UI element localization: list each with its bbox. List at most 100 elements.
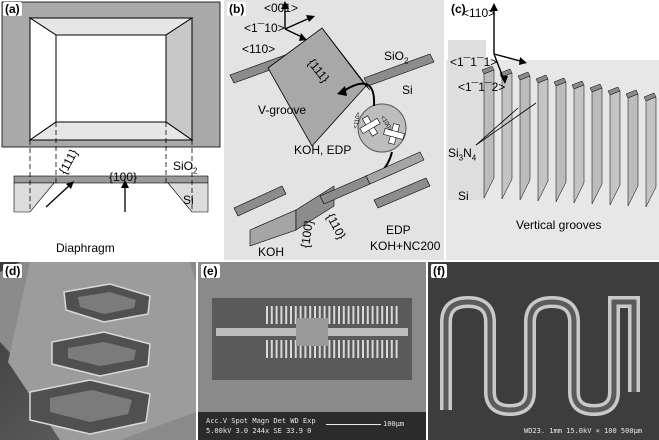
fin-wall: [519, 75, 531, 201]
sem-diaphragm-image: [0, 262, 196, 440]
panel-b-tag: (b): [227, 2, 247, 16]
panel-a-tag: (a): [3, 2, 22, 16]
comb-finger: [266, 306, 268, 324]
panel-c-tag: (c): [449, 2, 468, 16]
panel-d-tag: (d): [3, 264, 23, 278]
si-label: Si: [458, 189, 469, 203]
comb-finger: [304, 306, 307, 324]
panel-d: (d): [0, 262, 196, 440]
comb-finger: [299, 306, 302, 324]
comb-finger: [342, 306, 345, 324]
comb-finger: [395, 306, 398, 324]
comb-finger: [386, 306, 388, 324]
panel-c-drawing: [446, 0, 659, 260]
koh-nc200-label: KOH+NC200: [370, 239, 441, 253]
comb-finger: [314, 306, 316, 324]
fin-wall: [627, 93, 639, 207]
comb-finger: [333, 340, 336, 358]
comb-finger: [309, 340, 312, 358]
comb-finger: [294, 340, 297, 358]
edp-label: EDP: [386, 223, 411, 237]
comb-finger: [347, 306, 350, 324]
sem-serpentine-image: [428, 262, 659, 440]
si-label: Si: [183, 193, 194, 207]
comb-finger: [275, 340, 278, 358]
si-left: [13, 182, 55, 213]
comb-finger: [280, 340, 283, 358]
fin-wall: [591, 87, 603, 205]
comb-finger: [362, 306, 364, 324]
comb-finger: [280, 306, 283, 324]
comb-finger: [352, 340, 355, 358]
si-label: Si: [402, 83, 413, 97]
dir-001-label: <001>: [264, 1, 299, 15]
dir-1m12-label: <1¯1¯2>: [458, 80, 506, 94]
sio2-label: SiO2: [173, 159, 198, 176]
koh-label: KOH: [258, 245, 285, 259]
fin-wall: [609, 90, 621, 206]
sidewall-right: [165, 17, 193, 141]
comb-finger: [318, 340, 321, 358]
comb-finger: [328, 306, 331, 324]
comb-finger: [290, 306, 292, 324]
comb-finger: [342, 340, 345, 358]
panel-c: (c) <110> <1¯1¯1> <1¯1¯2> Si3N4 Si Verti…: [446, 0, 659, 260]
sidewall-bottom: [28, 121, 194, 141]
scale-bar-label: 100μm: [383, 420, 405, 428]
comb-finger: [381, 306, 384, 324]
comb-finger: [366, 306, 369, 324]
comb-finger: [338, 340, 340, 358]
sio2-label: SiO2: [384, 49, 409, 66]
comb-finger: [299, 340, 302, 358]
comb-finger: [290, 340, 292, 358]
comb-finger: [371, 306, 374, 324]
comb-finger: [395, 340, 398, 358]
panel-f: (f) WD23. 1mm 15.0kV × 100 500μm: [428, 262, 659, 440]
comb-finger: [381, 340, 384, 358]
sio2-layer: [13, 175, 209, 184]
comb-finger: [309, 306, 312, 324]
dir-1m10-label: <1¯10>: [244, 21, 285, 35]
comb-finger: [386, 340, 388, 358]
comb-finger: [352, 306, 355, 324]
comb-finger: [390, 340, 393, 358]
comb-finger: [314, 340, 316, 358]
sem-info-line1: Acc.V Spot Magn Det WD Exp: [206, 417, 316, 425]
sidewall-left: [29, 17, 57, 141]
sem-comb-drive-image: [198, 262, 426, 440]
comb-finger: [285, 306, 288, 324]
comb-finger: [366, 340, 369, 358]
plane-100-label: {100}: [109, 170, 138, 184]
si-right: [167, 182, 209, 213]
comb-finger: [270, 306, 273, 324]
comb-finger: [285, 340, 288, 358]
comb-finger: [376, 306, 379, 324]
comb-finger: [266, 340, 268, 358]
comb-finger: [390, 306, 393, 324]
wafer-cross-110: [359, 115, 381, 137]
comb-finger: [275, 306, 278, 324]
panel-f-tag: (f): [431, 264, 447, 278]
comb-finger: [270, 340, 273, 358]
dir-1m1m1-label: <1¯1¯1>: [450, 55, 498, 69]
membrane-bottom: [55, 34, 167, 123]
comb-fingers: [266, 306, 398, 358]
wafer-cross-100: [383, 123, 405, 145]
panel-a: (a) {111} {100} SiO2 Si Diaphragm: [0, 0, 222, 260]
comb-finger: [338, 306, 340, 324]
koh-nc-groove-wall: [365, 151, 425, 185]
dir-110-label: <110>: [242, 42, 276, 56]
comb-finger: [357, 340, 360, 358]
arrow-to-vgroove: [341, 82, 376, 107]
sem-info-line2: 5.00kV 3.0 244x SE 33.9 0: [206, 427, 312, 435]
comb-finger: [323, 306, 326, 324]
dir-110-label: <110>: [462, 6, 496, 20]
fin-array: [481, 65, 657, 208]
comb-finger: [294, 306, 297, 324]
normal-111-arrow: [45, 182, 73, 208]
comb-finger: [347, 340, 350, 358]
si3n4-label: Si3N4: [448, 146, 477, 163]
comb-finger: [304, 340, 307, 358]
comb-finger: [357, 306, 360, 324]
fin-wall: [573, 84, 585, 204]
